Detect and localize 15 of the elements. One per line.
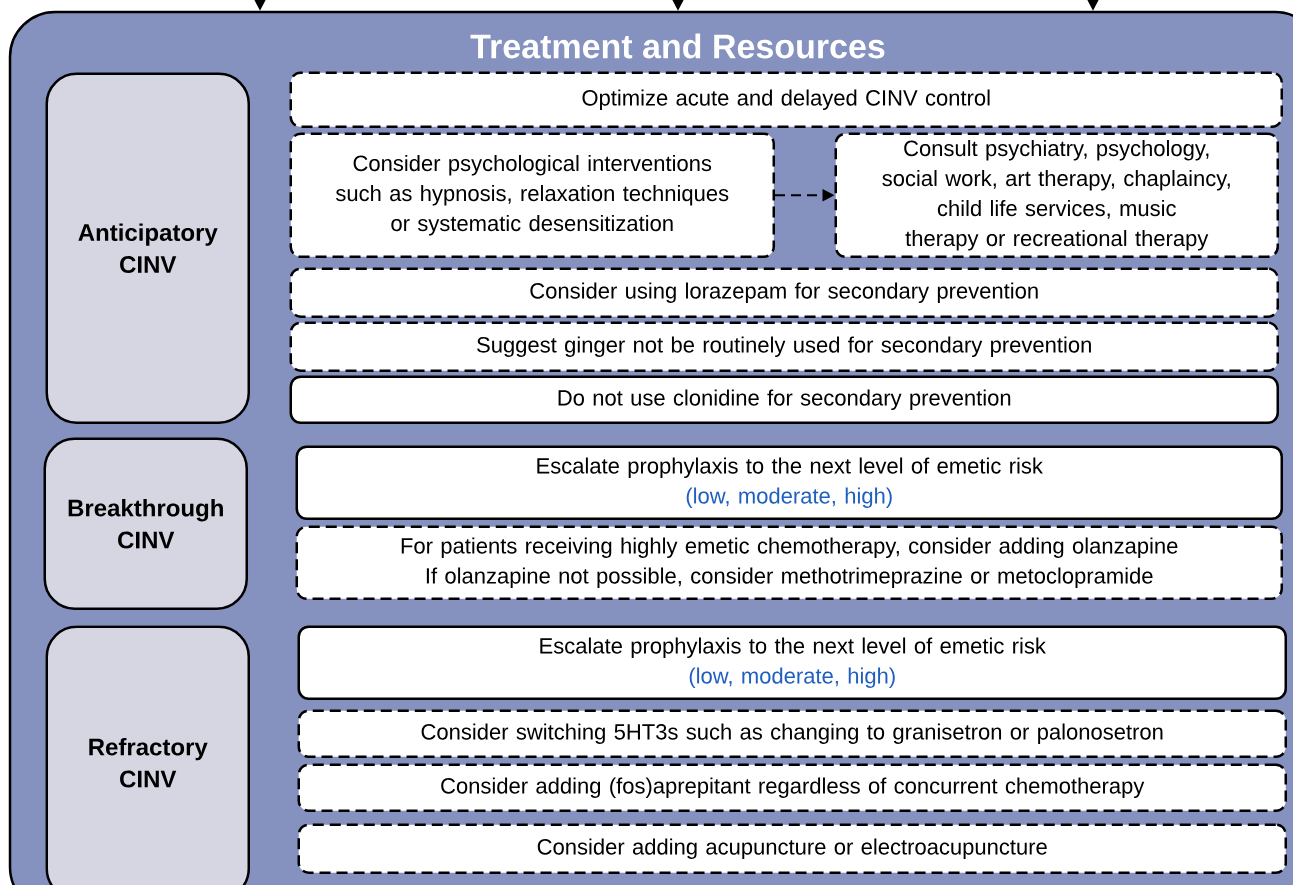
recommendation-box: Consider using lorazepam for secondary prevention xyxy=(289,267,1279,318)
category-box: Breakthrough CINV xyxy=(43,437,248,610)
recommendation-box: Consider switching 5HT3s such as changing to granisetron or palonosetron xyxy=(297,709,1287,758)
recommendation-box: Consult psychiatry, psychology, social work, art therapy, chaplaincy, child life services, music therapy or recreational therapy xyxy=(834,132,1279,258)
recommendation-box: Do not use clonidine for secondary prevention xyxy=(289,375,1279,424)
recommendation-box: Consider psychological interventions such as hypnosis, relaxation techniques or systematic desensitization xyxy=(289,132,775,258)
recommendation-box: Escalate prophylaxis to the next level of emetic risk (low, moderate, high) xyxy=(295,445,1283,520)
recommendation-box: For patients receiving highly emetic chemotherapy, consider adding olanzapine If olanzapine not possible, consider methotrimeprazine or metoclopramide xyxy=(295,525,1283,600)
recommendation-box: Optimize acute and delayed CINV control xyxy=(289,71,1283,128)
recommendation-box: Consider adding acupuncture or electroacupuncture xyxy=(297,823,1287,874)
recommendation-box: Suggest ginger not be routinely used for secondary prevention xyxy=(289,321,1279,372)
category-box: Anticipatory CINV xyxy=(45,72,250,424)
category-box: Refractory CINV xyxy=(45,625,250,885)
recommendation-box: Escalate prophylaxis to the next level of emetic risk (low, moderate, high) xyxy=(297,625,1287,700)
recommendation-box: Consider adding (fos)aprepitant regardless of concurrent chemotherapy xyxy=(297,763,1287,812)
